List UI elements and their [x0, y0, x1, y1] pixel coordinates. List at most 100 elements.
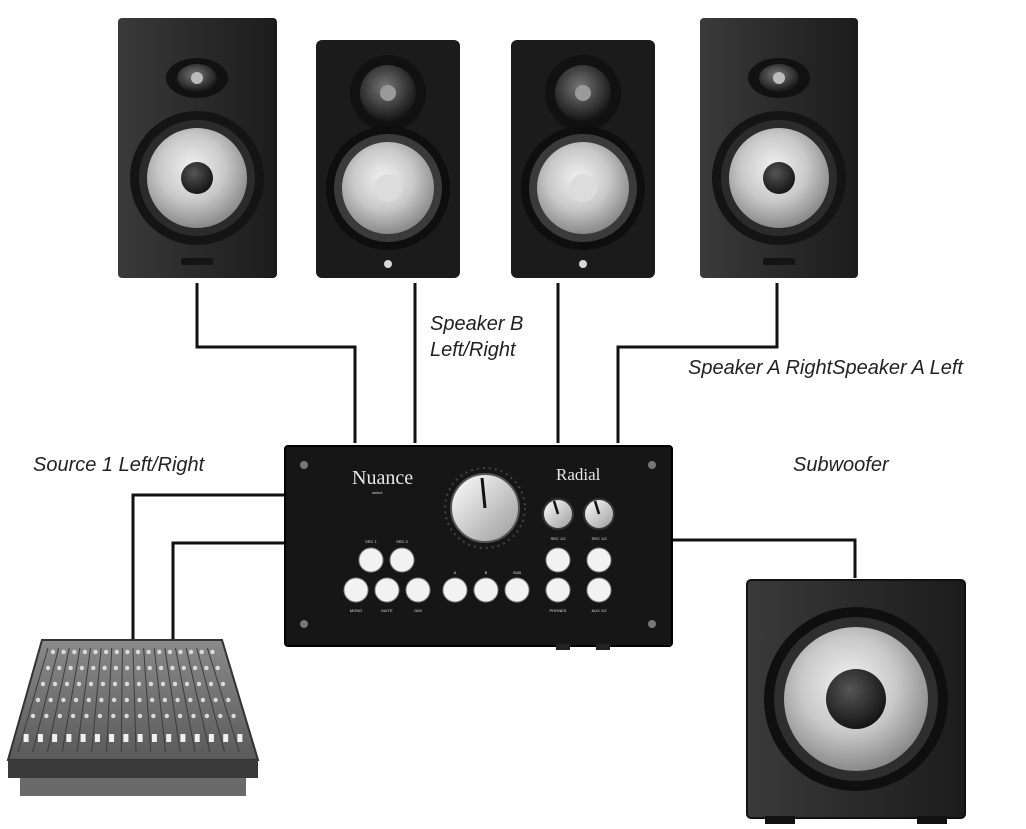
- mixer-knob: [160, 681, 166, 687]
- speaker-b-left: [316, 40, 460, 278]
- mixer-knob: [103, 649, 109, 655]
- mixer-knob: [208, 681, 214, 687]
- src-2-button[interactable]: [389, 547, 415, 573]
- mixer-strip-line: [153, 647, 166, 753]
- mixer-knob: [86, 697, 92, 703]
- button-label-b: B: [485, 570, 488, 575]
- mixer-knob: [61, 649, 66, 655]
- mixer-knob: [204, 665, 209, 671]
- mixer-fader: [80, 734, 86, 742]
- mixer-knob: [151, 713, 156, 719]
- button-label-a: A: [454, 570, 457, 575]
- mixer-fader: [194, 734, 200, 742]
- mixer-fader: [137, 734, 143, 742]
- monitor-controller: Nuance select Radial SRC 1/2 SRC 1/2 SRC…: [284, 445, 673, 650]
- cables: [131, 283, 857, 640]
- mixer-knob: [218, 713, 223, 719]
- mixer-strip-line: [106, 647, 113, 753]
- mixer-knob: [125, 649, 130, 655]
- mixer-knob: [111, 697, 117, 703]
- cable-source-2: [171, 541, 285, 640]
- mixer-knob: [73, 697, 79, 703]
- mixer-knob: [57, 665, 62, 671]
- mixer-knob: [93, 649, 98, 655]
- mixer-strip-line: [91, 647, 102, 753]
- label-speaker-b-line-1: Speaker B: [430, 313, 523, 335]
- mixer-fader: [237, 734, 243, 742]
- src-knob-1[interactable]: [542, 498, 574, 530]
- button-label-dim: DIM: [414, 608, 421, 613]
- speaker-b-button[interactable]: [473, 577, 499, 603]
- mixer-strip-line: [32, 647, 60, 753]
- speaker-a-left: [118, 18, 277, 278]
- mixer-knob: [97, 713, 103, 719]
- mixer-knob: [220, 681, 226, 687]
- mixer-knob: [178, 649, 183, 655]
- label-speaker-b-line-2: Left/Right: [430, 339, 517, 361]
- mixer-knob: [172, 681, 178, 687]
- mixer-knob: [175, 697, 180, 703]
- controller-brand-left: Nuance: [352, 467, 413, 489]
- mixer-knob: [88, 681, 94, 687]
- src-knob-2[interactable]: [583, 498, 615, 530]
- volume-knob[interactable]: [444, 467, 526, 549]
- mixer-strip-line: [206, 647, 240, 753]
- mixer-knob: [137, 713, 143, 719]
- cable-source-1: [131, 493, 285, 640]
- mixer-strip-line: [76, 647, 91, 753]
- src-right-button-2[interactable]: [586, 547, 612, 573]
- phones-button[interactable]: [545, 577, 571, 603]
- mixer-knob: [157, 649, 162, 655]
- aux-button[interactable]: [586, 577, 612, 603]
- mixer-knob: [50, 649, 56, 655]
- mixer-strip-line: [175, 647, 196, 753]
- button-label-phones: PHONES: [550, 608, 567, 613]
- mixer-knob: [124, 713, 129, 719]
- dim-button[interactable]: [405, 577, 431, 603]
- mixer-knob: [146, 649, 151, 655]
- mixer-knob: [184, 681, 190, 687]
- mixer-knob: [200, 697, 206, 703]
- mixer-knob: [150, 697, 155, 703]
- mixer-knob: [136, 665, 141, 671]
- mixer-knob: [135, 649, 141, 655]
- mixer-knob: [30, 713, 36, 719]
- mixer-knob: [188, 649, 194, 655]
- src-1-button[interactable]: [358, 547, 384, 573]
- mixer-knob: [191, 713, 196, 719]
- speaker-a-button[interactable]: [442, 577, 468, 603]
- cable-subwoofer: [672, 538, 857, 578]
- mixer-knob: [84, 713, 89, 719]
- mixer-fader: [151, 734, 157, 742]
- mixer-knob: [76, 681, 82, 687]
- mixer-knob: [164, 713, 169, 719]
- mixer-knob: [136, 681, 142, 687]
- label-speaker-b: Speaker B Left/Right: [430, 313, 529, 361]
- mixer-fader: [66, 734, 72, 742]
- button-label-src-2: SRC 2: [396, 539, 409, 544]
- mixer-knob: [111, 713, 116, 719]
- mixer-knob: [215, 665, 220, 671]
- mixer-knob: [57, 713, 62, 719]
- src-right-button-1[interactable]: [545, 547, 571, 573]
- mixer-strip-line: [196, 647, 225, 753]
- mono-button[interactable]: [343, 577, 369, 603]
- mixer-knob: [35, 697, 41, 703]
- mute-button[interactable]: [374, 577, 400, 603]
- mixer-knob: [99, 697, 104, 703]
- mixer-knob: [226, 697, 231, 703]
- mixer-knob: [147, 665, 152, 671]
- mixer-knob: [124, 681, 130, 687]
- mixer-fader: [23, 734, 29, 742]
- mixer-strip-line: [132, 647, 137, 753]
- mixer-knob: [113, 665, 119, 671]
- sub-button[interactable]: [504, 577, 530, 603]
- mixer-knob: [64, 681, 70, 687]
- mixer-knob: [199, 649, 204, 655]
- mixer-strip-line: [17, 647, 49, 753]
- mixer-knob: [40, 681, 46, 687]
- mixer-fader: [166, 734, 172, 742]
- mixer-fader: [123, 734, 129, 742]
- mixer-knob: [181, 665, 186, 671]
- mixer-fader: [208, 734, 214, 742]
